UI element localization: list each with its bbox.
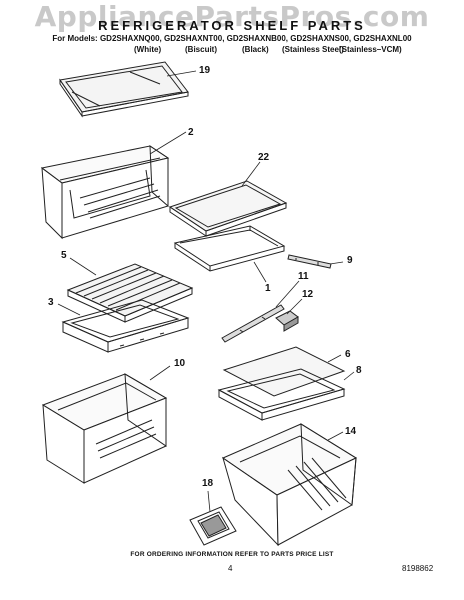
part-12-clip [276, 311, 298, 331]
variant-biscuit: (Biscuit) [185, 45, 217, 54]
part-11-divider-rail [222, 305, 284, 342]
variant-stainless-vcm: (Stainless–VCM) [339, 45, 402, 54]
part-8-cover-frame [219, 369, 344, 420]
variant-white: (White) [134, 45, 162, 54]
callout-8: 8 [356, 365, 362, 376]
ordering-info: FOR ORDERING INFORMATION REFER TO PARTS … [130, 551, 334, 558]
variant-stainless-steel: (Stainless Steel) [282, 45, 344, 54]
part-6-glass-panel [224, 347, 344, 396]
part-10-crisper-drawer [43, 374, 166, 483]
part-2-crisper-drawer [42, 146, 168, 238]
callout-22: 22 [258, 152, 270, 163]
part-18-label [190, 507, 236, 545]
callout-leaders [58, 71, 354, 512]
callout-3: 3 [48, 297, 54, 308]
document-number: 8198862 [402, 564, 434, 573]
part-19-shelf [60, 62, 188, 116]
callout-11: 11 [298, 271, 309, 282]
part-3-cover-frame [63, 300, 188, 352]
callout-18: 18 [202, 478, 214, 489]
callout-12: 12 [302, 289, 314, 300]
part-1-shelf-frame [175, 226, 284, 271]
callout-1: 1 [265, 283, 271, 294]
variant-black: (Black) [242, 45, 269, 54]
callout-19: 19 [199, 65, 211, 76]
watermark: AppliancePartsPros.com [34, 0, 430, 33]
callout-5: 5 [61, 250, 67, 261]
callout-14: 14 [345, 426, 357, 437]
callout-9: 9 [347, 255, 353, 266]
callout-2: 2 [188, 127, 194, 138]
page-number: 4 [228, 564, 233, 573]
callout-10: 10 [174, 358, 186, 369]
part-14-crisper-drawer [223, 424, 356, 545]
part-22-glass-shelf [170, 181, 286, 236]
page-title: REFRIGERATOR SHELF PARTS [98, 18, 366, 33]
models-line: For Models: GD2SHAXNQ00, GD2SHAXNT00, GD… [52, 34, 412, 43]
part-5-crisper-cover [68, 264, 192, 322]
callout-6: 6 [345, 349, 351, 360]
part-9-rail [288, 255, 331, 268]
